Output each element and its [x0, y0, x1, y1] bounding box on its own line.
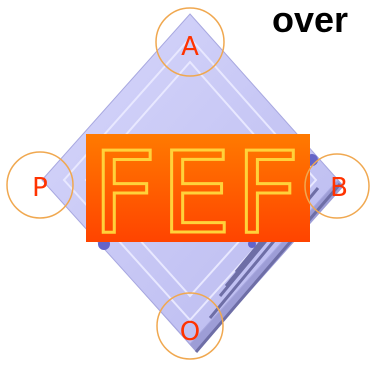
vertex-label-right: B [330, 173, 348, 203]
vertex-label-left: P [32, 173, 48, 203]
heading-text: over [272, 0, 349, 40]
vertex-circle-top [155, 7, 225, 77]
vertex-right: B [304, 153, 370, 219]
vertex-top: A [155, 7, 225, 77]
vertex-circle-bottom [156, 292, 224, 360]
vertex-circle-left [6, 151, 74, 219]
banner-background [86, 134, 310, 242]
vertex-circle-right [304, 153, 370, 219]
banner-text: FEF [92, 129, 304, 259]
vertex-label-bottom: O [180, 317, 200, 347]
vertex-bottom: O [156, 292, 224, 360]
vertex-left: P [6, 151, 74, 219]
vertex-label-top: A [181, 32, 199, 62]
